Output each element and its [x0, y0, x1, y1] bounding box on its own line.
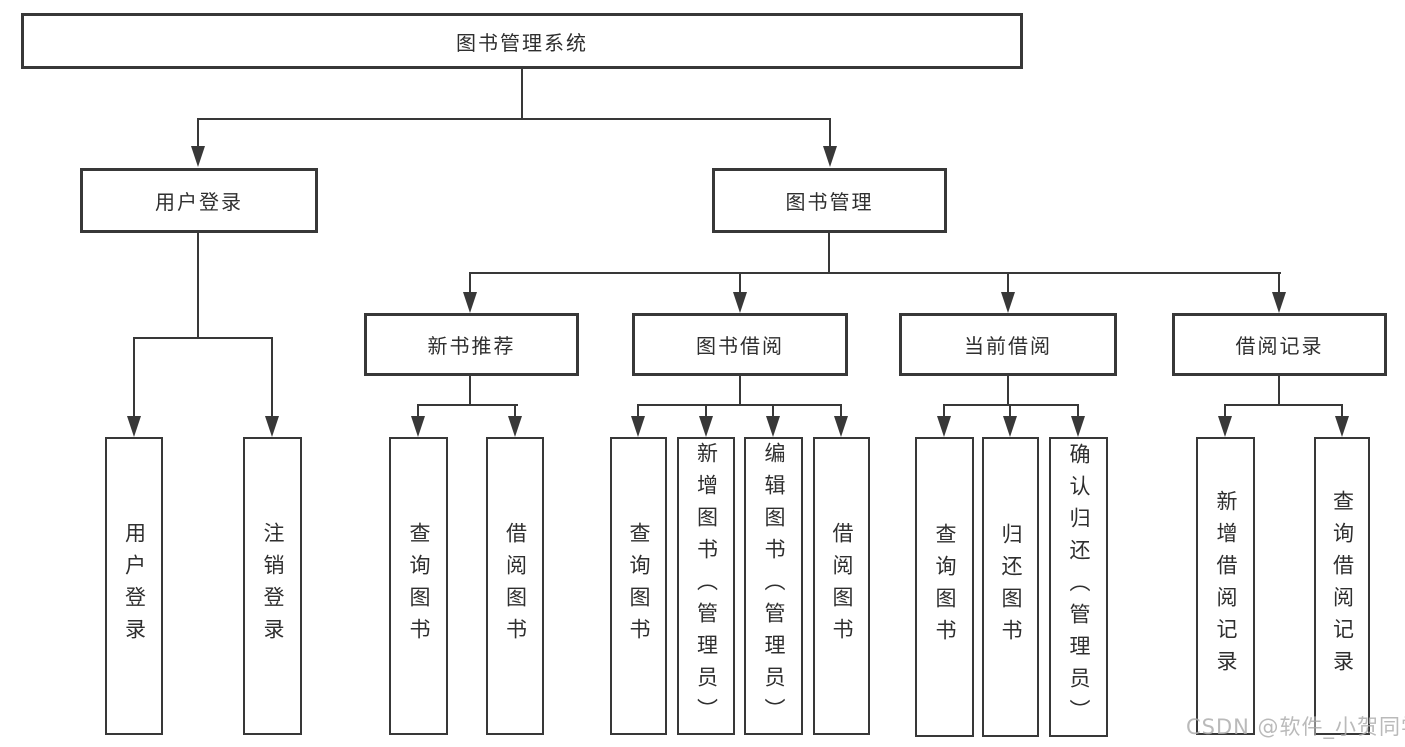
arrow-down-icon	[823, 146, 837, 167]
connector-branch	[417, 404, 518, 406]
node-book-borrowing: 图书借阅	[632, 313, 848, 376]
arrow-down-icon	[411, 416, 425, 437]
node-label: 图书管理	[785, 190, 874, 214]
node-label: 用户登录	[122, 522, 147, 650]
connector-stem	[1224, 404, 1226, 418]
connector-stem	[828, 231, 830, 274]
node-label: 查询图书	[933, 523, 957, 651]
node-book-management: 图书管理	[712, 168, 947, 233]
arrow-down-icon	[127, 416, 141, 437]
connector-stem	[1278, 374, 1280, 406]
node-label: 查询图书	[627, 522, 651, 650]
connector-stem	[133, 337, 135, 417]
arrow-down-icon	[265, 416, 279, 437]
node-borrow-books: 借阅图书	[486, 437, 544, 735]
node-edit-books-admin: 编辑图书（管理员）	[744, 437, 803, 735]
connector-stem	[705, 404, 707, 418]
arrow-down-icon	[1071, 416, 1085, 437]
node-borrowing-records: 借阅记录	[1172, 313, 1387, 376]
node-user-login: 用户登录	[105, 437, 163, 735]
node-logout-login: 注销登录	[243, 437, 302, 735]
arrow-down-icon	[1003, 416, 1017, 437]
connector-level2-branch	[197, 118, 831, 120]
connector-stem	[1009, 404, 1011, 418]
arrow-down-icon	[463, 292, 477, 313]
arrow-down-icon	[766, 416, 780, 437]
arrow-down-icon	[1218, 416, 1232, 437]
connector-stem	[469, 272, 471, 293]
connector-stem	[271, 337, 273, 417]
node-query-borrow-record: 查询借阅记录	[1314, 437, 1370, 735]
connector-stem	[197, 231, 199, 339]
connector-level3-branch	[469, 272, 1281, 274]
connector-stem	[1007, 272, 1009, 293]
node-label: 归还图书	[999, 523, 1023, 651]
connector-branch	[943, 404, 1079, 406]
node-user-login-group: 用户登录	[80, 168, 318, 233]
node-label: 借阅图书	[503, 522, 528, 650]
node-add-books-admin: 新增图书（管理员）	[677, 437, 735, 735]
arrow-down-icon	[937, 416, 951, 437]
connector-stem	[829, 118, 831, 148]
watermark: CSDN @软件_小贺同学	[1186, 715, 1405, 739]
node-label: 借阅图书	[830, 522, 854, 650]
connector-stem	[739, 374, 741, 406]
node-label: 图书管理系统	[456, 30, 588, 55]
arrow-down-icon	[191, 146, 205, 167]
node-label: 编辑图书（管理员）	[762, 442, 786, 730]
arrow-down-icon	[631, 416, 645, 437]
node-current-borrowing: 当前借阅	[899, 313, 1117, 376]
arrow-down-icon	[699, 416, 713, 437]
node-label: 当前借阅	[964, 334, 1052, 358]
node-query-books: 查询图书	[389, 437, 448, 735]
arrow-down-icon	[1335, 416, 1349, 437]
connector-stem	[772, 404, 774, 418]
arrow-down-icon	[1272, 292, 1286, 313]
connector-stem	[469, 374, 471, 406]
node-label: 新增借阅记录	[1214, 490, 1238, 682]
node-label: 新书推荐	[427, 334, 516, 358]
node-label: 借阅记录	[1235, 334, 1324, 358]
connector-stem	[514, 404, 516, 418]
connector-stem	[1278, 272, 1280, 293]
connector-stem	[417, 404, 419, 418]
node-query-books: 查询图书	[915, 437, 974, 737]
node-add-borrow-record: 新增借阅记录	[1196, 437, 1255, 735]
connector-stem	[1077, 404, 1079, 418]
connector-stem	[1007, 374, 1009, 406]
node-label: 确认归还（管理员）	[1067, 443, 1091, 731]
node-label: 注销登录	[261, 522, 285, 650]
connector-root-trunk	[521, 69, 523, 120]
arrow-down-icon	[1001, 292, 1015, 313]
arrow-down-icon	[733, 292, 747, 313]
connector-stem	[840, 404, 842, 418]
node-label: 查询图书	[407, 522, 431, 650]
connector-stem	[637, 404, 639, 418]
node-borrow-books: 借阅图书	[813, 437, 870, 735]
node-label: 新增图书（管理员）	[694, 442, 719, 730]
node-label: 图书借阅	[696, 334, 784, 358]
node-new-book-recommendation: 新书推荐	[364, 313, 579, 376]
connector-branch	[637, 404, 842, 406]
connector-stem	[943, 404, 945, 418]
node-return-books: 归还图书	[982, 437, 1039, 737]
connector-stem	[197, 118, 199, 148]
connector-branch	[133, 337, 273, 339]
node-label: 查询借阅记录	[1330, 490, 1355, 682]
node-label: 用户登录	[155, 190, 243, 214]
node-confirm-return-admin: 确认归还（管理员）	[1049, 437, 1108, 737]
node-library-management-system: 图书管理系统	[21, 13, 1023, 69]
connector-stem	[1341, 404, 1343, 418]
arrow-down-icon	[834, 416, 848, 437]
connector-stem	[739, 272, 741, 293]
arrow-down-icon	[508, 416, 522, 437]
node-query-books: 查询图书	[610, 437, 667, 735]
connector-branch	[1224, 404, 1343, 406]
